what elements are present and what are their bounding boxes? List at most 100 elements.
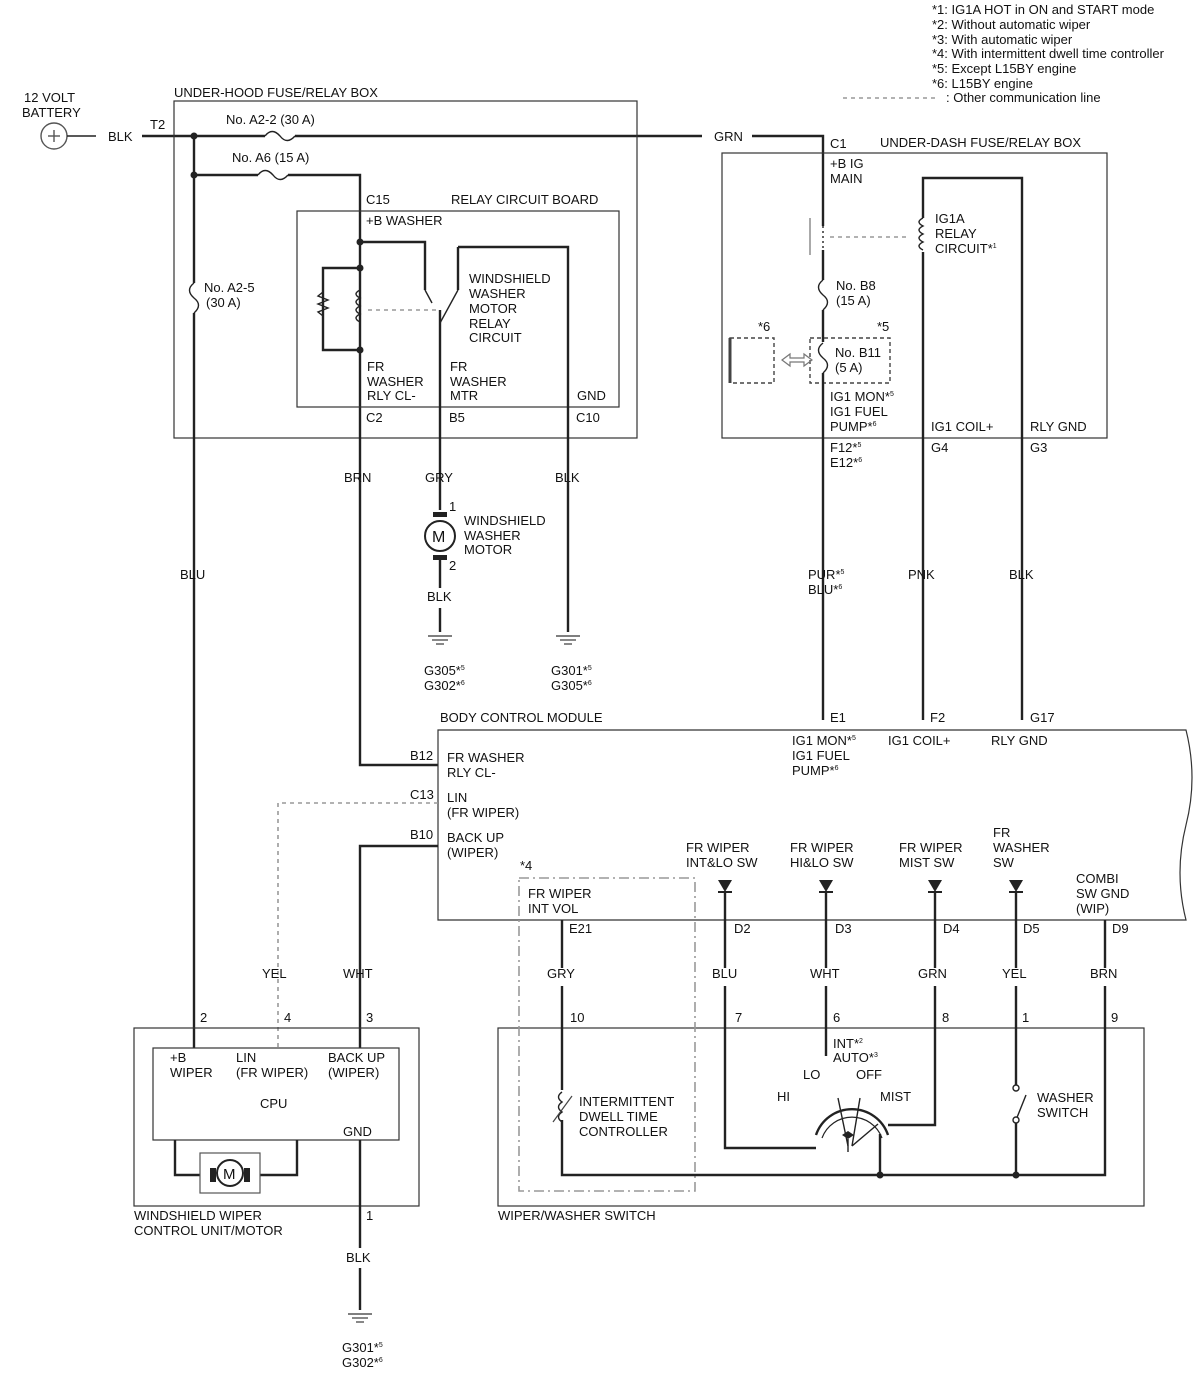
wiper-pin-3: 3 xyxy=(366,1010,373,1025)
wire-gry: GRY xyxy=(425,470,453,485)
fr-washer-rly-1: FR xyxy=(367,359,384,374)
washer-motor-m: M xyxy=(432,529,445,546)
ud-rly-gnd: RLY GND xyxy=(1030,419,1087,434)
pin-f12: F12*5 xyxy=(830,440,861,455)
fuse-b11-icon xyxy=(817,342,829,374)
underhood-title: UNDER-HOOD FUSE/RELAY BOX xyxy=(174,85,378,100)
wiper-cpu-box xyxy=(152,1047,400,1141)
ig1a-3: CIRCUIT*1 xyxy=(935,241,997,256)
bcm-lin-1: LIN xyxy=(447,790,467,805)
ground-icon xyxy=(556,635,580,645)
combi-3: (WIP) xyxy=(1076,901,1109,916)
bcm-box xyxy=(437,729,1193,921)
wiper-cpu: CPU xyxy=(260,1096,287,1111)
b-ig-main-2: MAIN xyxy=(830,171,863,186)
wiper-pin-1: 1 xyxy=(366,1208,373,1223)
bcm-rly-gnd: RLY GND xyxy=(991,733,1048,748)
dwell-1: INTERMITTENT xyxy=(579,1094,674,1109)
washer-sw-3: SW xyxy=(993,855,1015,870)
pin-c1: C1 xyxy=(830,136,847,151)
fuse-a2-2-icon xyxy=(264,130,296,142)
relay-circuit-board xyxy=(296,210,620,408)
pin-g4: G4 xyxy=(931,440,948,455)
mist-1: FR WIPER xyxy=(899,840,963,855)
pin-d9: D9 xyxy=(1112,921,1129,936)
bcm-fr-washer-1: FR WASHER xyxy=(447,750,525,765)
pin-d3: D3 xyxy=(835,921,852,936)
wire-pur: PUR*5 xyxy=(808,567,845,582)
washer-switch-icon xyxy=(1012,1084,1027,1175)
double-arrow-icon xyxy=(781,352,813,368)
note-7: : Other communication line xyxy=(946,90,1101,105)
wire-grn-d4: GRN xyxy=(918,966,947,981)
int-vol-2: INT VOL xyxy=(528,901,578,916)
switch-int: INT*2 xyxy=(833,1036,863,1051)
bcm-ig1-coil: IG1 COIL+ xyxy=(888,733,951,748)
relay-name-4: RELAY xyxy=(469,316,511,331)
pin-d2: D2 xyxy=(734,921,751,936)
underhood-box xyxy=(173,100,638,439)
wire-yel-lin: YEL xyxy=(262,966,287,981)
fuse-b8-label: No. B8 xyxy=(836,278,876,293)
switch-pin-1: 1 xyxy=(1022,1010,1029,1025)
ud-ig1-mon: IG1 MON*5 xyxy=(830,389,894,404)
variable-resistor-icon xyxy=(552,1095,573,1123)
switch-lo: LO xyxy=(803,1067,820,1082)
underdash-title: UNDER-DASH FUSE/RELAY BOX xyxy=(880,135,1081,150)
fuse-a6-label: No. A6 (15 A) xyxy=(232,150,309,165)
pin-c10: C10 xyxy=(576,410,600,425)
switch-auto: AUTO*3 xyxy=(833,1050,878,1065)
wire-blk-motor: BLK xyxy=(427,589,452,604)
wire-pnk: PNK xyxy=(908,567,935,582)
switch-pin-9: 9 xyxy=(1111,1010,1118,1025)
input-arrow-icons xyxy=(718,880,1023,893)
fuse-b8-rating: (15 A) xyxy=(836,293,871,308)
relay-name-2: WASHER xyxy=(469,286,526,301)
int-vol-1: FR WIPER xyxy=(528,886,592,901)
washer-switch-2: SWITCH xyxy=(1037,1105,1088,1120)
note-5: *5: Except L15BY engine xyxy=(932,61,1076,76)
note-4: *4: With intermittent dwell time control… xyxy=(932,46,1165,61)
pin-d4: D4 xyxy=(943,921,960,936)
wiper-b-2: WIPER xyxy=(170,1065,213,1080)
ground-g301-a: G301*5 xyxy=(551,663,592,678)
switch-mist: MIST xyxy=(880,1089,911,1104)
dwell-2: DWELL TIME xyxy=(579,1109,658,1124)
pin-g17: G17 xyxy=(1030,710,1055,725)
pin-b5: B5 xyxy=(449,410,465,425)
pin-e12: E12*6 xyxy=(830,455,862,470)
int-lo-2: INT&LO SW xyxy=(686,855,758,870)
bcm-ig1-fuel: IG1 FUEL xyxy=(792,748,850,763)
ud-pump: PUMP*6 xyxy=(830,419,877,434)
fuse-b8-icon xyxy=(817,279,829,311)
pin-c15: C15 xyxy=(366,192,390,207)
switch-off: OFF xyxy=(856,1067,882,1082)
bcm-pump: PUMP*6 xyxy=(792,763,839,778)
battery: 12 VOLT BATTERY BLK xyxy=(22,90,133,150)
bcm-backup-1: BACK UP xyxy=(447,830,504,845)
switch-pin-10: 10 xyxy=(570,1010,584,1025)
wire-blu-d2: BLU xyxy=(712,966,737,981)
wire-wht-backup: WHT xyxy=(343,966,373,981)
bcm-ig1-mon: IG1 MON*5 xyxy=(792,733,856,748)
terminal-t2: T2 xyxy=(150,117,165,132)
ground-icon xyxy=(428,635,452,645)
pin-c2: C2 xyxy=(366,410,383,425)
note-3: *3: With automatic wiper xyxy=(932,32,1073,47)
wiper-motor-icon xyxy=(216,1159,244,1187)
bcm-fr-washer-2: RLY CL- xyxy=(447,765,496,780)
wiper-b-1: +B xyxy=(170,1050,186,1065)
pin-e1: E1 xyxy=(830,710,846,725)
wire-blu-6: BLU*6 xyxy=(808,582,842,597)
note-2: *2: Without automatic wiper xyxy=(932,17,1091,32)
fuse-b11-label: No. B11 xyxy=(835,345,881,360)
ig1a-2: RELAY xyxy=(935,226,977,241)
wire-blk-battery: BLK xyxy=(108,129,133,144)
wire-wht-d3: WHT xyxy=(810,966,840,981)
ground-g302-a: G302*6 xyxy=(424,678,465,693)
pin-b10: B10 xyxy=(410,827,433,842)
wiper-lin-1: LIN xyxy=(236,1050,256,1065)
pin-d5: D5 xyxy=(1023,921,1040,936)
fuse-a2-2-label: No. A2-2 (30 A) xyxy=(226,112,315,127)
